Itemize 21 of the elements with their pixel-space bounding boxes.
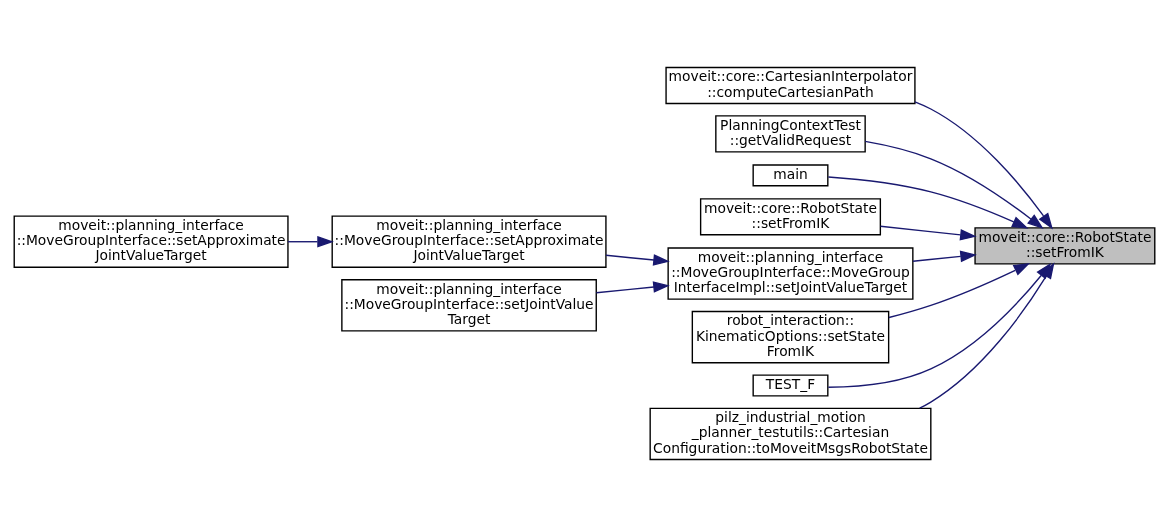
arrow xyxy=(605,253,670,266)
arrow xyxy=(287,235,334,248)
node-box: main xyxy=(752,163,829,186)
arrow xyxy=(879,225,977,241)
node-box: moveit::planning_interface ::MoveGroupInterface::setApproximate JointValueTarget xyxy=(331,214,607,268)
arrow xyxy=(912,250,977,262)
node-box: moveit::planning_interface ::MoveGroupInterface::setApproximate JointValueTarget xyxy=(13,214,289,268)
node-box: moveit::planning_interface ::MoveGroupInterface::setJointValue Target xyxy=(341,278,597,332)
arrow xyxy=(914,100,1053,229)
node-box: PlanningContextTest ::getValidRequest xyxy=(715,114,866,153)
arrow xyxy=(888,262,1031,318)
node-box: pilz_industrial_motion _planner_testutils::Cartesian Configuration::toMoveitMsgsRobotState xyxy=(649,407,932,460)
node-box: moveit::planning_interface ::MoveGroupInterface::MoveGroup InterfaceImpl::setJointValueTarget xyxy=(667,246,914,300)
arrow xyxy=(827,175,1029,229)
node-box: TEST_F xyxy=(752,373,829,397)
arrow xyxy=(864,140,1044,229)
node-box: moveit::core::RobotState ::setFromIK xyxy=(974,226,1156,265)
node-box: robot_interaction:: KinematicOptions::setState FromIK xyxy=(691,310,890,363)
arrow xyxy=(595,280,670,293)
node-box: moveit::core::CartesianInterpolator ::computeCartesianPath xyxy=(665,66,916,104)
node-box: moveit::core::RobotState ::setFromIK xyxy=(699,197,882,235)
